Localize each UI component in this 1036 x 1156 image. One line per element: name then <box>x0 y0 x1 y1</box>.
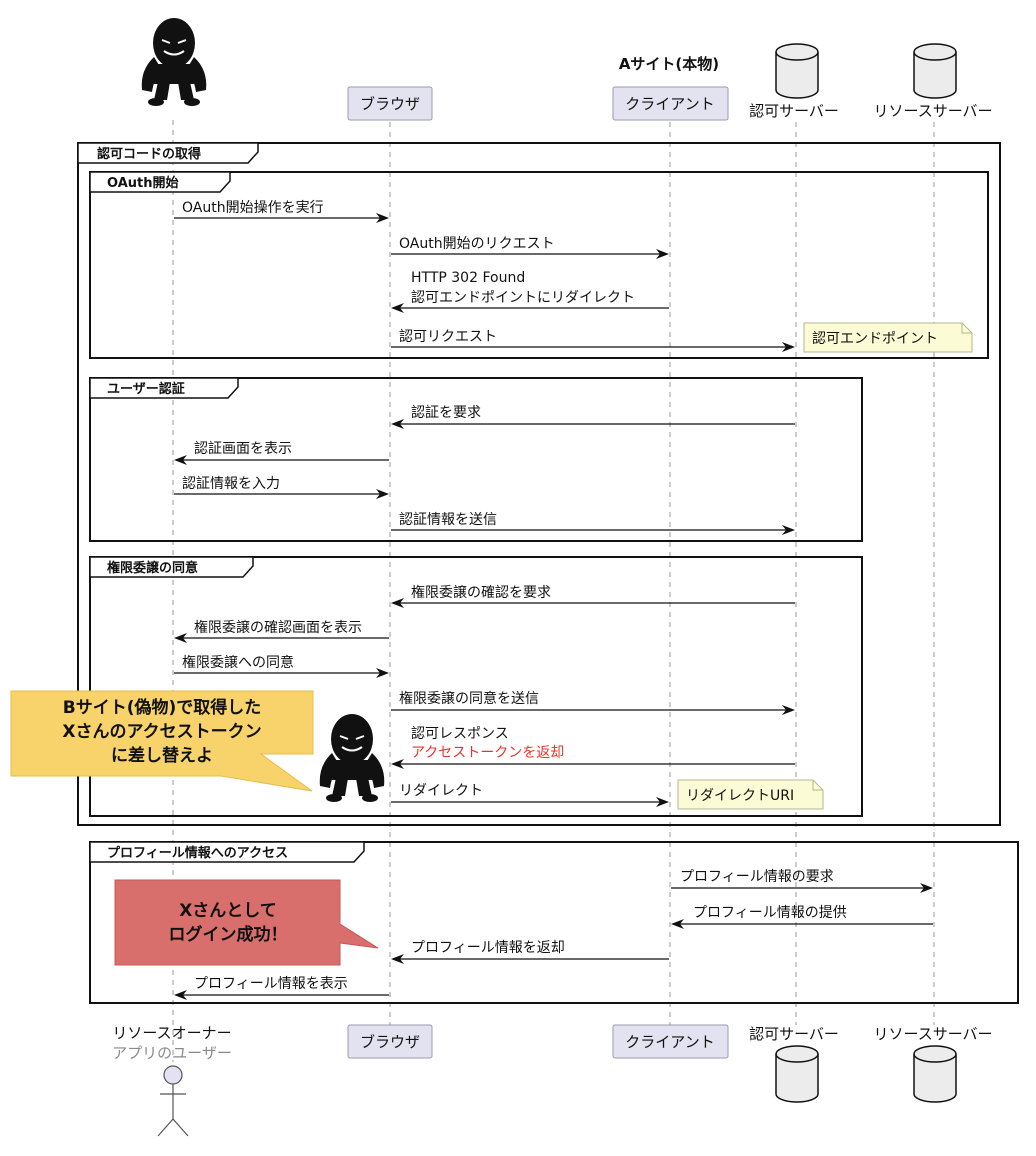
message-label: 認証情報を入力 <box>182 476 280 492</box>
database-icon <box>913 43 957 99</box>
group-oauth-start <box>89 171 989 359</box>
message-arrow: 認証画面を表示 <box>174 441 389 465</box>
message-arrow: 認可レスポンス アクセストークンを返却 <box>391 726 795 769</box>
participant-resource-server-top-label: リソースサーバー <box>873 102 992 120</box>
participant-client-top <box>612 86 729 121</box>
participant-browser-top-label: ブラウザ <box>360 95 420 113</box>
group-user-auth-tab <box>89 377 239 399</box>
database-icon <box>775 43 819 99</box>
callout-text: Bサイト(偽物)で取得した <box>63 697 262 718</box>
callout-text: Xさんとして <box>179 901 277 921</box>
message-label: 権限委譲の同意を送信 <box>399 690 539 707</box>
message-label: 認証情報を送信 <box>399 512 497 528</box>
callout-success: Xさんとして ログイン成功！ <box>114 879 379 966</box>
message-label: 認可レスポンス <box>411 726 509 742</box>
message-label: 認可エンドポイントにリダイレクト <box>411 290 635 306</box>
database-icon <box>775 1045 819 1103</box>
participant-client-bottom <box>612 1024 729 1059</box>
message-label: プロフィール情報の要求 <box>680 869 834 885</box>
message-arrow: 認可リクエスト <box>391 329 795 352</box>
message-arrow: 認証情報を送信 <box>391 512 795 535</box>
group-consent <box>89 556 863 817</box>
callout-text: Xさんのアクセストークン <box>62 722 261 742</box>
message-arrow: 認証情報を入力 <box>174 476 389 499</box>
message-label: HTTP 302 Found <box>411 270 525 286</box>
participant-resource-server-bottom-label: リソースサーバー <box>873 1025 992 1043</box>
message-label: プロフィール情報の提供 <box>693 905 847 921</box>
message-arrow: プロフィール情報を表示 <box>174 976 389 1000</box>
group-profile-access <box>89 841 1019 1004</box>
note-label: 認可エンドポイント <box>812 331 938 347</box>
message-arrow: 認証を要求 <box>391 405 795 429</box>
message-label: 権限委譲への同意 <box>182 654 294 671</box>
message-arrow: プロフィール情報の提供 <box>671 905 933 929</box>
participant-auth-server-bottom-label: 認可サーバー <box>749 1025 839 1043</box>
a-site-label: Aサイト(本物) <box>619 55 719 73</box>
message-label: 認証を要求 <box>411 405 481 421</box>
message-arrow: HTTP 302 Found 認可エンドポイントにリダイレクト <box>391 270 669 313</box>
participant-owner-sublabel: アプリのユーザー <box>112 1044 232 1062</box>
message-label: リダイレクト <box>399 783 483 799</box>
database-icon <box>913 1045 957 1103</box>
actor-icon <box>157 1065 189 1137</box>
message-label: 権限委譲の確認を要求 <box>411 584 551 601</box>
attacker-icon <box>141 18 207 106</box>
message-arrow: OAuth開始操作を実行 <box>174 200 389 223</box>
highlight-label: アクセストークンを返却 <box>411 745 564 761</box>
group-oauth-start-tab <box>89 171 231 193</box>
message-arrow: リダイレクト <box>391 783 669 807</box>
participant-auth-server-top-label: 認可サーバー <box>749 102 839 120</box>
participant-owner-label: リソースオーナー <box>112 1024 231 1042</box>
message-label: プロフィール情報を返却 <box>411 940 565 956</box>
message-arrow: 権限委譲の確認を要求 <box>391 584 795 608</box>
participant-browser-bottom <box>347 1024 433 1059</box>
group-get-code <box>77 142 1001 826</box>
group-get-code-label: 認可コードの取得 <box>97 146 201 162</box>
message-arrow: 権限委譲の確認画面を表示 <box>174 619 389 643</box>
note: 認可エンドポイント <box>803 322 973 353</box>
note-label: リダイレクトURI <box>686 788 794 804</box>
message-label: OAuth開始操作を実行 <box>182 200 324 216</box>
message-arrow: OAuth開始のリクエスト <box>391 236 669 259</box>
participant-browser-top <box>347 86 433 121</box>
group-profile-access-tab <box>89 841 365 863</box>
callout-text: に差し替えよ <box>111 745 213 766</box>
group-profile-access-label: プロフィール情報へのアクセス <box>107 845 288 861</box>
group-oauth-start-label: OAuth開始 <box>107 175 179 191</box>
group-consent-tab <box>89 556 254 578</box>
message-arrow: プロフィール情報の要求 <box>671 869 933 893</box>
message-label: 権限委譲の確認画面を表示 <box>194 619 362 636</box>
participant-client-top-label: クライアント <box>625 95 714 113</box>
message-label: 認証画面を表示 <box>194 441 292 457</box>
callout-attacker: Bサイト(偽物)で取得した Xさんのアクセストークン に差し替えよ <box>10 690 314 792</box>
message-label: プロフィール情報を表示 <box>194 976 348 992</box>
note: リダイレクトURI <box>677 779 824 810</box>
participant-browser-bottom-label: ブラウザ <box>360 1033 420 1051</box>
group-user-auth <box>89 377 863 542</box>
attacker-icon <box>319 714 385 802</box>
group-user-auth-label: ユーザー認証 <box>107 381 185 397</box>
callout-text: ログイン成功！ <box>169 924 288 945</box>
participant-client-bottom-label: クライアント <box>625 1033 714 1051</box>
group-consent-label: 権限委譲の同意 <box>107 560 198 576</box>
message-arrow: 権限委譲の同意を送信 <box>391 690 795 715</box>
message-arrow: プロフィール情報を返却 <box>391 940 669 964</box>
message-arrow: 権限委譲への同意 <box>174 654 389 678</box>
message-label: 認可リクエスト <box>399 329 497 345</box>
group-get-code-tab <box>77 142 259 164</box>
message-label: OAuth開始のリクエスト <box>399 236 555 252</box>
